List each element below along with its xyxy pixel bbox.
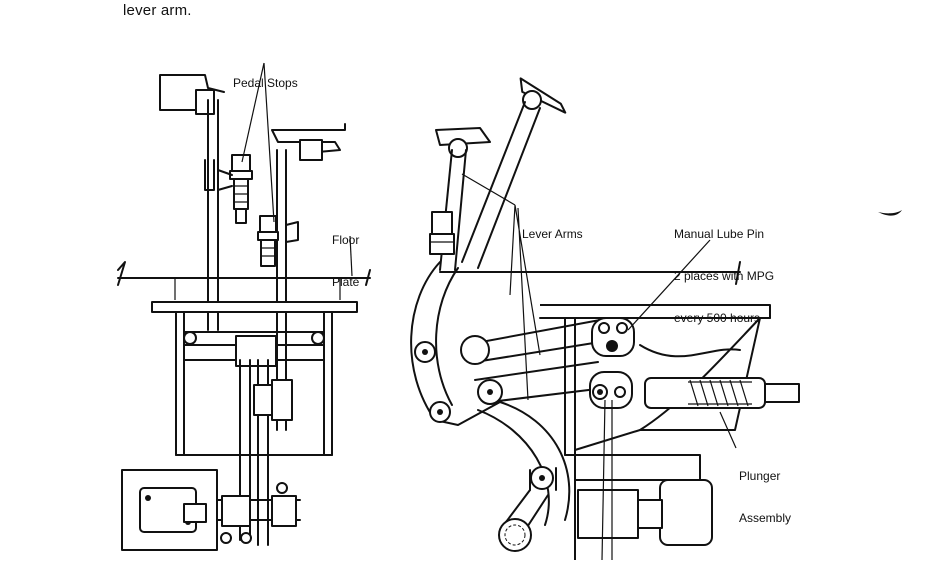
plunger-assembly-drawing <box>644 377 800 409</box>
right-floor-line <box>439 261 741 285</box>
label-pedal-stops: Pedal Stops <box>233 76 298 90</box>
left-pedal-assembly <box>117 74 371 551</box>
pivot-block-upper <box>591 317 635 357</box>
label-lever-arms: Lever Arms <box>522 227 583 241</box>
right-pedal-top <box>271 123 346 153</box>
pivot-block-lower <box>589 371 633 409</box>
margin-mark <box>878 210 902 216</box>
label-manual-lube-pin: Manual Lube Pin 2 places with MPG every … <box>674 227 775 325</box>
pedal-stop-lower <box>257 215 299 267</box>
label-floor-plate: Floor Plate <box>332 233 360 289</box>
label-plunger-assembly: Plunger Assembly <box>739 469 792 525</box>
pedal-stop-upper <box>217 154 253 224</box>
left-floor-line <box>117 261 371 286</box>
leader-lines <box>241 62 737 561</box>
left-frame-plate <box>151 301 358 313</box>
right-pedal-clamp <box>299 139 323 161</box>
right-pedal-assembly <box>410 77 800 560</box>
left-pedal-clamp <box>195 89 215 115</box>
right-pedal-pads <box>435 77 567 158</box>
intro-text: lever arm. <box>123 2 192 19</box>
